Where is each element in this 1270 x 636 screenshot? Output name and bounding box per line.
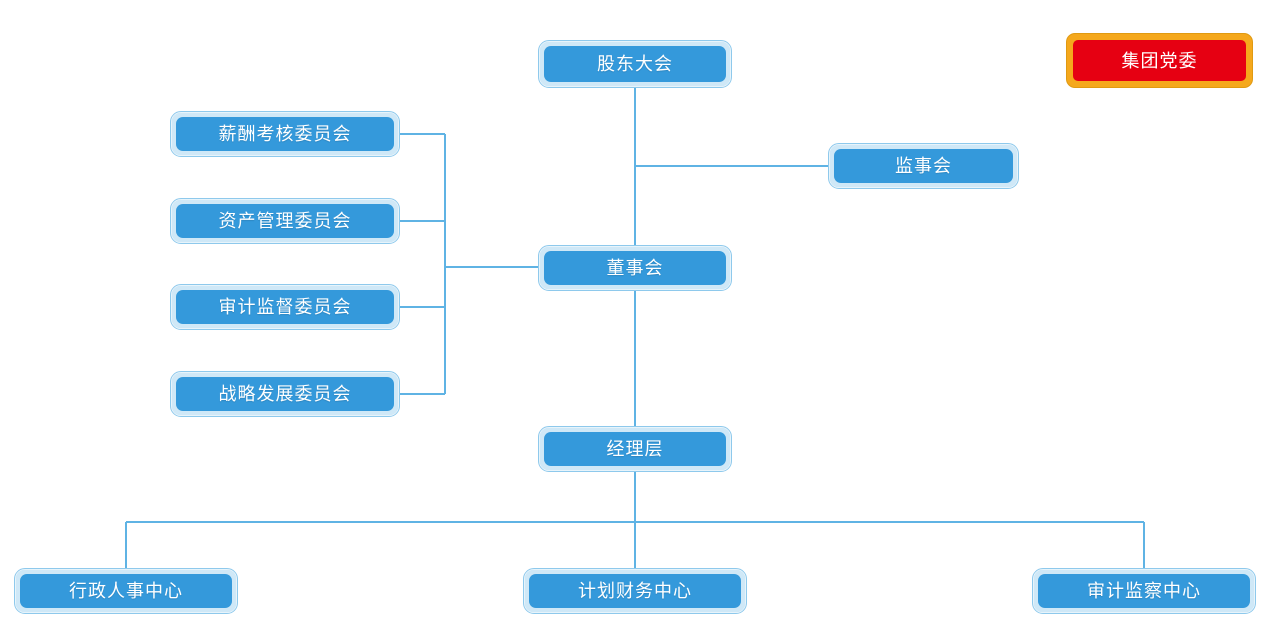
node-management-inner: 经理层 [544,432,726,466]
node-committee-asset-management[interactable]: 资产管理委员会 [170,198,400,244]
node-center-planning-finance[interactable]: 计划财务中心 [523,568,747,614]
node-management-label: 经理层 [606,439,664,459]
node-committee-asset-management-inner: 资产管理委员会 [176,204,394,238]
node-board-of-directors[interactable]: 董事会 [538,245,732,291]
node-center-administrative-hr-inner: 行政人事中心 [20,574,232,608]
node-shareholders-meeting-label: 股东大会 [597,54,673,74]
node-center-administrative-hr[interactable]: 行政人事中心 [14,568,238,614]
node-board-of-supervisors-inner: 监事会 [834,149,1013,183]
node-center-audit-inspection[interactable]: 审计监察中心 [1032,568,1256,614]
node-board-of-directors-label: 董事会 [606,258,664,278]
node-board-of-supervisors[interactable]: 监事会 [828,143,1019,189]
node-center-planning-finance-label: 计划财务中心 [578,581,692,601]
node-center-audit-inspection-label: 审计监察中心 [1087,581,1201,601]
node-committee-compensation-label: 薪酬考核委员会 [218,124,352,144]
node-shareholders-meeting[interactable]: 股东大会 [538,40,732,88]
node-board-of-supervisors-label: 监事会 [895,156,952,176]
node-party-committee-inner: 集团党委 [1073,40,1246,81]
node-committee-audit-supervision-inner: 审计监督委员会 [176,290,394,324]
node-committee-compensation[interactable]: 薪酬考核委员会 [170,111,400,157]
node-committee-asset-management-label: 资产管理委员会 [218,211,352,231]
node-committee-audit-supervision-label: 审计监督委员会 [218,297,352,317]
node-shareholders-meeting-inner: 股东大会 [544,46,726,82]
node-committee-audit-supervision[interactable]: 审计监督委员会 [170,284,400,330]
node-committee-strategy-development-inner: 战略发展委员会 [176,377,394,411]
node-committee-strategy-development[interactable]: 战略发展委员会 [170,371,400,417]
node-management[interactable]: 经理层 [538,426,732,472]
node-center-planning-finance-inner: 计划财务中心 [529,574,741,608]
node-center-administrative-hr-label: 行政人事中心 [69,581,183,601]
node-party-committee-label: 集团党委 [1121,50,1198,71]
node-party-committee[interactable]: 集团党委 [1066,33,1253,88]
node-center-audit-inspection-inner: 审计监察中心 [1038,574,1250,608]
node-committee-strategy-development-label: 战略发展委员会 [218,384,352,404]
node-board-of-directors-inner: 董事会 [544,251,726,285]
node-committee-compensation-inner: 薪酬考核委员会 [176,117,394,151]
